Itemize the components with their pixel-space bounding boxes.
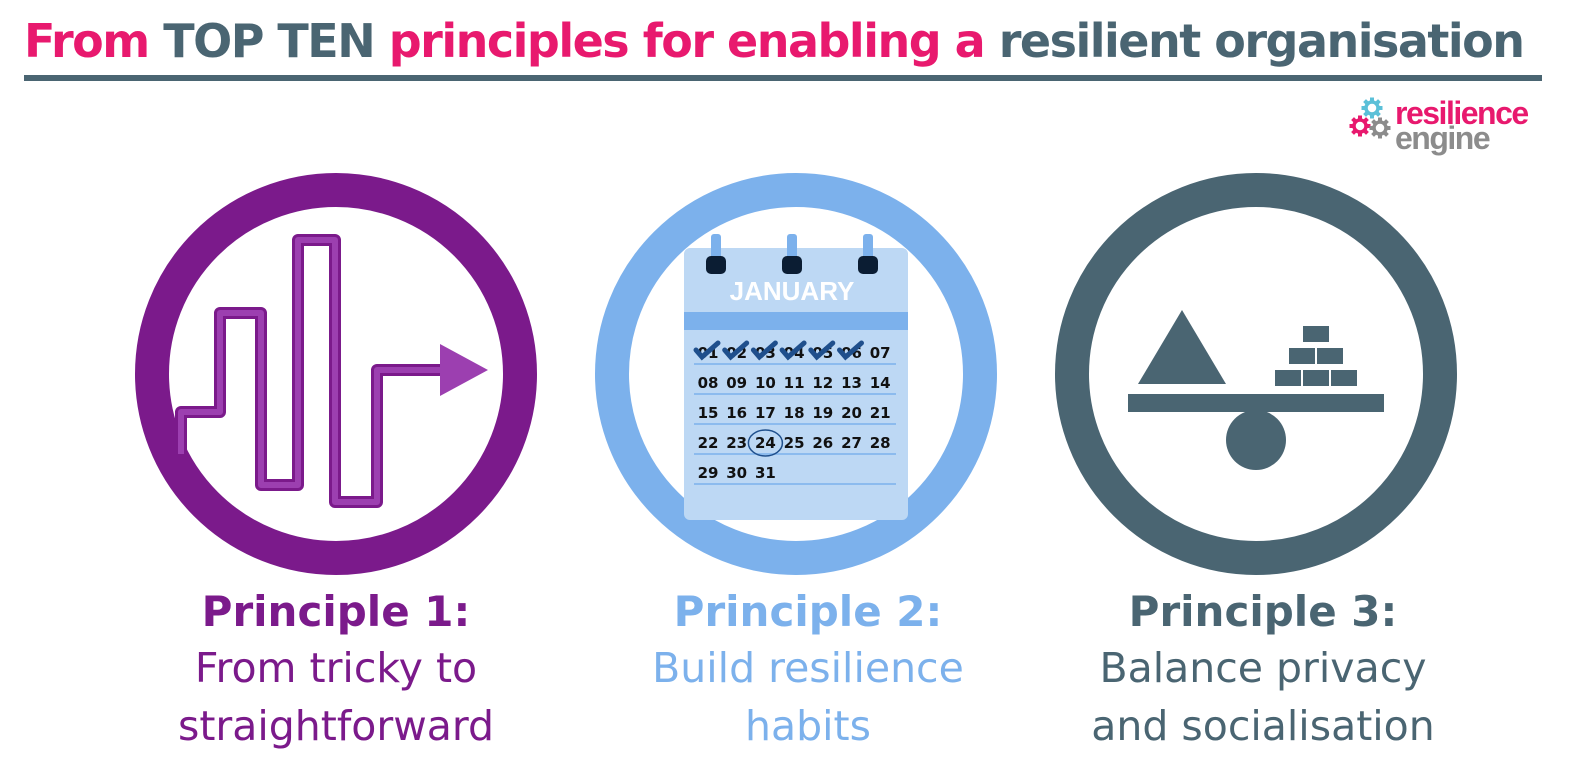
gear-icon: [1361, 97, 1383, 119]
gear-tooth: [1378, 134, 1382, 139]
calendar-day: 29: [698, 464, 719, 482]
calendar-day: 09: [726, 374, 747, 392]
calendar-day: 25: [784, 434, 805, 452]
resilience-engine-logo[interactable]: resilience engine: [1348, 96, 1548, 160]
principle-2-line2: habits: [745, 702, 871, 750]
title-underline: [24, 75, 1542, 81]
gear-tooth: [1370, 114, 1374, 119]
calendar-day: 27: [841, 434, 862, 452]
principle-1-heading: Principle 1:: [201, 587, 471, 636]
calendar-month: JANUARY: [730, 276, 855, 306]
gear-tooth: [1378, 106, 1383, 110]
checkmark-icon: [722, 340, 750, 361]
principle-1-ring: [135, 173, 537, 575]
principle-3-icon: [1055, 173, 1457, 575]
principle-3-line1: Balance privacy: [1099, 644, 1427, 692]
title-part-3: principles for enabling a: [388, 14, 999, 68]
checkmark-icon: [808, 340, 836, 361]
title-part-2: TOP TEN: [163, 14, 389, 68]
principle-1-icon: [135, 173, 537, 575]
principle-3-caption: Principle 3: Balance privacy and sociali…: [1033, 585, 1493, 755]
calendar-day: 24: [755, 434, 776, 452]
principle-3-line2: and socialisation: [1091, 702, 1435, 750]
calendar-day: 10: [755, 374, 776, 392]
calendar-day: 23: [726, 434, 747, 452]
principle-3-heading: Principle 3:: [1128, 587, 1398, 636]
calendar-day: 21: [870, 404, 891, 422]
gears-icon: [1349, 97, 1391, 139]
calendar-day: 22: [698, 434, 719, 452]
checkmark-icon: [837, 340, 864, 361]
principle-1-caption: Principle 1: From tricky to straightforw…: [106, 585, 566, 755]
gear-icon: [1369, 117, 1391, 139]
title-part-4: resilient organisation: [998, 14, 1525, 68]
header: From TOP TEN principles for enabling a r…: [24, 6, 1542, 76]
calendar-day: 30: [726, 464, 747, 482]
calendar-day: 31: [755, 464, 776, 482]
calendar-ring-hole: [858, 256, 878, 274]
balance-scale-icon: [1128, 310, 1384, 470]
gear-tooth: [1349, 124, 1354, 128]
calendar-ring-hole: [706, 256, 726, 274]
gear-tooth: [1358, 132, 1362, 137]
calendar-day: 18: [784, 404, 805, 422]
logo-text-resilience: resilience: [1395, 95, 1529, 131]
circled-day-marker: [747, 429, 784, 457]
principle-1-line1: From tricky to: [194, 644, 478, 692]
calendar-day: 20: [841, 404, 862, 422]
principle-2-heading: Principle 2:: [673, 587, 943, 636]
calendar-day: 17: [755, 404, 776, 422]
calendar-day: 28: [870, 434, 891, 452]
zigzag-arrow-icon: [175, 234, 488, 508]
calendar-day: 12: [812, 374, 833, 392]
principle-2-ring: [595, 173, 997, 575]
calendar-ring-hole: [782, 256, 802, 274]
page-title: From TOP TEN principles for enabling a r…: [24, 6, 1542, 76]
gear-tooth: [1378, 117, 1382, 122]
principle-2-line1: Build resilience: [652, 644, 964, 692]
calendar-day: 19: [812, 404, 833, 422]
gear-tooth: [1370, 97, 1374, 102]
checkmark-icon: [693, 340, 721, 361]
calendar-day: 07: [870, 344, 891, 362]
calendar-day: 26: [812, 434, 833, 452]
calendar-day: 08: [698, 374, 719, 392]
principle-1-line2: straightforward: [177, 702, 495, 750]
gear-tooth: [1369, 126, 1374, 130]
checkmark-icon: [750, 340, 778, 361]
calendar-day: 16: [726, 404, 747, 422]
principle-2-caption: Principle 2: Build resilience habits: [578, 585, 1038, 755]
calendar-day: 11: [784, 374, 805, 392]
principle-3-ring: [1055, 173, 1457, 575]
checkmark-icon: [779, 340, 807, 361]
gear-tooth: [1361, 106, 1366, 110]
title-part-1: From: [24, 14, 164, 68]
calendar-day: 14: [870, 374, 891, 392]
gear-tooth: [1358, 115, 1362, 120]
calendar-day: 13: [841, 374, 862, 392]
gear-icon: [1349, 115, 1371, 137]
calendar-day: 15: [698, 404, 719, 422]
logo-text-engine: engine: [1395, 120, 1491, 156]
calendar-rings: [706, 234, 878, 274]
gear-tooth: [1386, 126, 1391, 130]
